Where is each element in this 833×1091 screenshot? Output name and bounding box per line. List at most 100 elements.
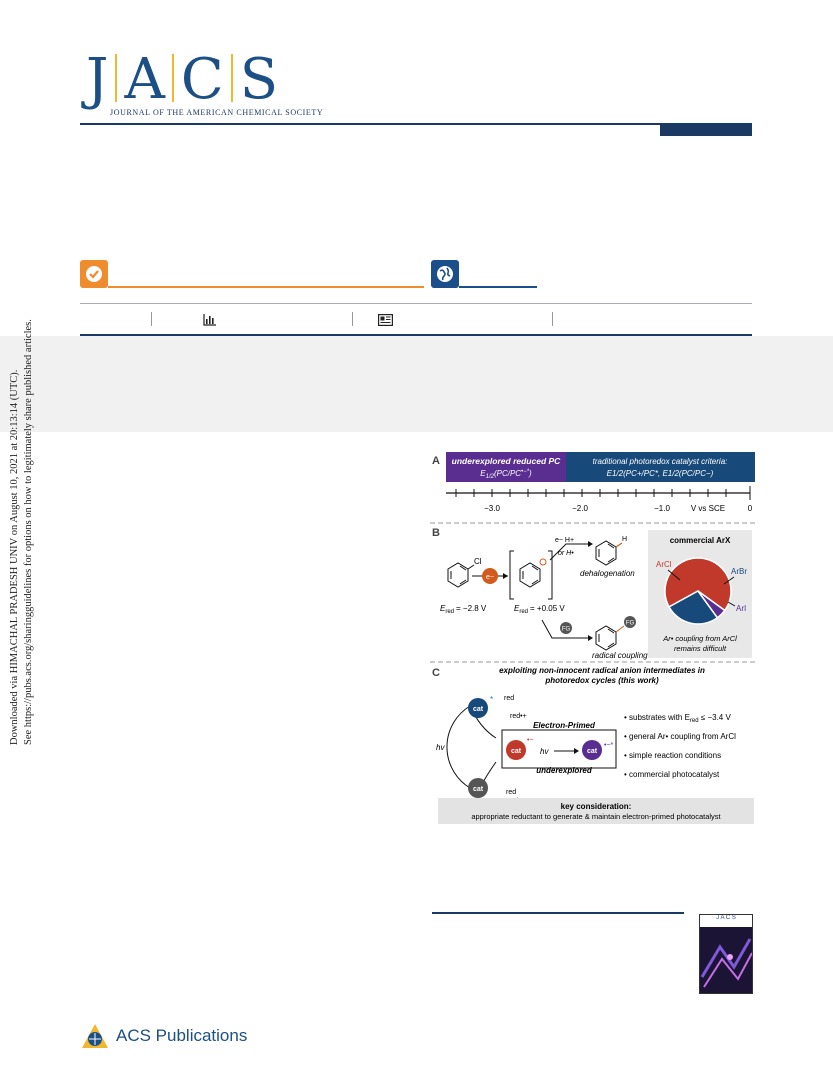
fg-circle xyxy=(560,622,572,634)
figure-graphic: A underexplored reduced PC E1/2(PC/PC•−*… xyxy=(430,452,756,824)
pie-slice-arbr xyxy=(668,590,719,625)
traditional-band xyxy=(566,452,755,482)
publisher-name: ACS Publications xyxy=(116,1026,248,1045)
dehalogenation-arrow xyxy=(549,543,590,561)
badge-rule xyxy=(459,286,537,288)
radical-coupling-label: radical coupling xyxy=(592,651,648,660)
dehalogenation-label: dehalogenation xyxy=(580,569,635,578)
panel-c-title-1: exploiting non-innocent radical anion in… xyxy=(499,666,705,675)
journal-name: JOURNAL OF THE AMERICAN CHEMICAL SOCIETY xyxy=(110,108,324,117)
chloro-label: Cl xyxy=(474,557,482,566)
info-separator xyxy=(552,312,553,326)
radical-anion-mark: •− xyxy=(527,737,534,744)
excited-star: * xyxy=(490,695,493,704)
tick-label: −1.0 xyxy=(654,504,670,513)
underexplored-formula: E1/2(PC/PC•−*) xyxy=(480,469,532,480)
info-separator xyxy=(151,312,152,326)
cat-label: cat xyxy=(473,706,484,713)
metrics-icon[interactable] xyxy=(203,313,217,331)
cat-ground xyxy=(468,778,488,798)
open-access-badge[interactable] xyxy=(431,260,459,288)
pie-label-arbr: ArBr xyxy=(731,567,747,576)
journal-logo: J A C S xyxy=(80,46,284,108)
key-title: key consideration: xyxy=(561,802,632,811)
pie-title: commercial ArX xyxy=(670,536,731,545)
logo-letter: S xyxy=(239,47,279,112)
pie-chart xyxy=(664,557,732,625)
red-cation-label: red•+ xyxy=(510,713,527,720)
radical-anion-structure xyxy=(519,562,541,588)
underexplored-title: underexplored reduced PC xyxy=(452,456,561,466)
ered-right: Ered= +0.05 V xyxy=(514,604,565,615)
fg-label: FG xyxy=(626,621,635,627)
hydrogen-label: H xyxy=(622,536,627,543)
pie-slice-ari xyxy=(697,590,726,619)
panel-a-label: A xyxy=(432,455,440,467)
electron-primed-box xyxy=(501,729,617,769)
traditional-formula: E1/2(PC+/PC*, E1/2(PC/PC−) xyxy=(607,469,714,478)
electron-circle xyxy=(482,568,498,584)
info-bar-top-rule xyxy=(80,303,752,304)
cat-label: cat xyxy=(473,786,484,793)
benzene-structure xyxy=(595,540,617,566)
info-bar-bottom-rule xyxy=(80,334,752,336)
electron-primed-label: Electron-Primed xyxy=(533,721,596,730)
logo-divider xyxy=(171,54,174,102)
logo-letter: A xyxy=(124,47,165,112)
check-badge[interactable] xyxy=(80,260,108,288)
bullet-item: • simple reaction conditions xyxy=(624,751,721,760)
tick-label: −2.0 xyxy=(572,504,588,513)
acs-emblem-icon xyxy=(82,1024,108,1048)
download-notice-line1: Downloaded via HIMACHAL PRADESH UNIV on … xyxy=(9,369,20,745)
fg-circle xyxy=(624,616,636,628)
figure-1: A underexplored reduced PC E1/2(PC/PC•−*… xyxy=(430,448,756,828)
reagent-or: or H• xyxy=(558,550,574,557)
bullet-item: • general Ar• coupling from ArCl xyxy=(624,732,736,741)
article-recommendations-icon[interactable] xyxy=(378,313,394,331)
cat-label: cat xyxy=(587,748,598,755)
tick-label: −3.0 xyxy=(484,504,500,513)
download-notice-line2: See https://pubs.acs.org/sharingguidelin… xyxy=(22,319,34,745)
acs-publications-logo[interactable]: ACS Publications xyxy=(80,1022,247,1050)
pie-caption-2: remains difficult xyxy=(674,644,727,653)
red-label: red xyxy=(504,695,514,702)
excited-mark: •−* xyxy=(604,742,614,749)
cycle-arc-left xyxy=(446,705,471,789)
aryl-fg-structure xyxy=(595,625,625,651)
coupling-arrow xyxy=(541,619,590,639)
electron-label: e− xyxy=(486,574,494,581)
key-consideration-box xyxy=(438,798,754,824)
key-text: appropriate reductant to generate & main… xyxy=(471,812,721,821)
underexplored-band xyxy=(446,452,566,482)
badge-rule xyxy=(108,286,424,288)
cover-art xyxy=(700,927,752,993)
info-separator xyxy=(352,312,353,326)
cat-label: cat xyxy=(511,748,522,755)
reagent-top: e− H+ xyxy=(555,537,574,544)
bullet-item: • commercial photocatalyst xyxy=(624,770,720,779)
header-rule xyxy=(80,123,752,125)
download-notice: Downloaded via HIMACHAL PRADESH UNIV on … xyxy=(8,319,35,745)
bracket-left xyxy=(509,550,514,600)
cat-ground-excited xyxy=(468,698,488,718)
pie-leader xyxy=(727,601,736,607)
pie-slice-arcl xyxy=(664,557,732,612)
panel-c-label: C xyxy=(432,667,440,679)
fg-label: FG xyxy=(562,627,571,633)
axis-unit: V vs SCE xyxy=(691,504,725,513)
journal-cover-thumbnail[interactable]: J A C S xyxy=(699,914,753,994)
article-type-tab xyxy=(660,125,752,136)
logo-letter: J xyxy=(86,47,109,112)
logo-divider xyxy=(115,54,118,102)
hv-label: hv xyxy=(540,747,549,756)
hv-label: hv xyxy=(436,743,445,752)
abstract-region xyxy=(0,336,833,432)
pie-label-arcl: ArCl xyxy=(656,560,672,569)
cat-radical-anion xyxy=(506,740,526,760)
ered-left: Ered= −2.8 V xyxy=(440,604,487,615)
pie-leader xyxy=(667,569,681,581)
bullet-item: • substrates with Ered ≤ −3.4 V xyxy=(624,713,731,724)
cat-excited-radical-anion xyxy=(582,740,602,760)
chlorobenzene-structure xyxy=(447,562,475,588)
check-circle-icon xyxy=(86,266,102,282)
